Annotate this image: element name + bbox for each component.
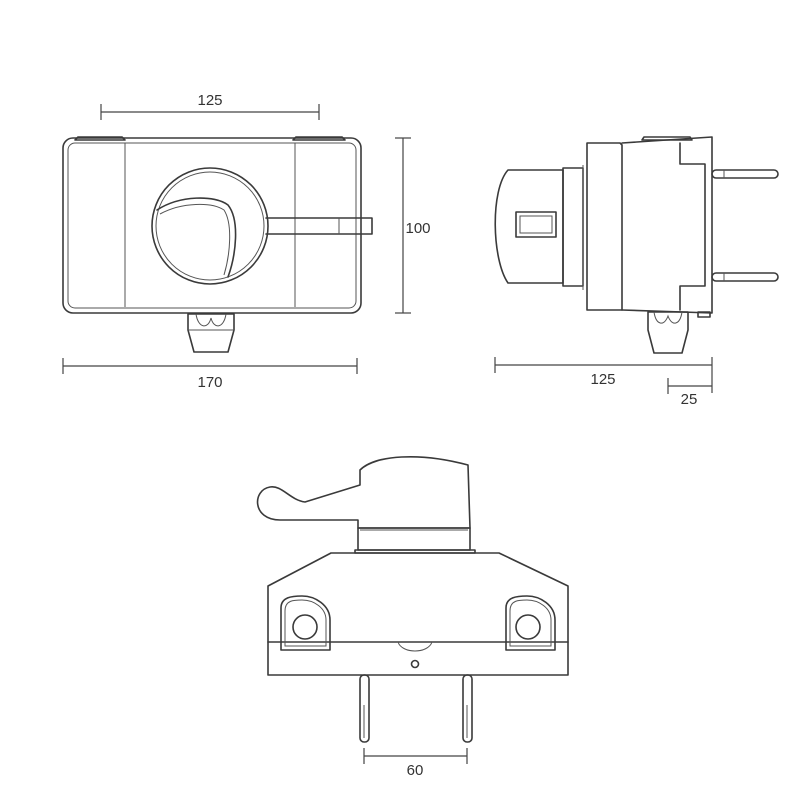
- dimension-label-height: 100: [405, 220, 431, 237]
- dimension-label-pin-spacing: 60: [406, 762, 424, 779]
- dimension-label-pin-length: 25: [680, 391, 698, 408]
- top-view: [62, 104, 411, 374]
- bottom-view: [256, 456, 569, 764]
- dimension-label-overall-width: 170: [197, 374, 223, 391]
- dimension-label-top-width: 125: [197, 92, 223, 109]
- dimension-label-depth: 125: [590, 371, 616, 388]
- side-view: [494, 136, 779, 394]
